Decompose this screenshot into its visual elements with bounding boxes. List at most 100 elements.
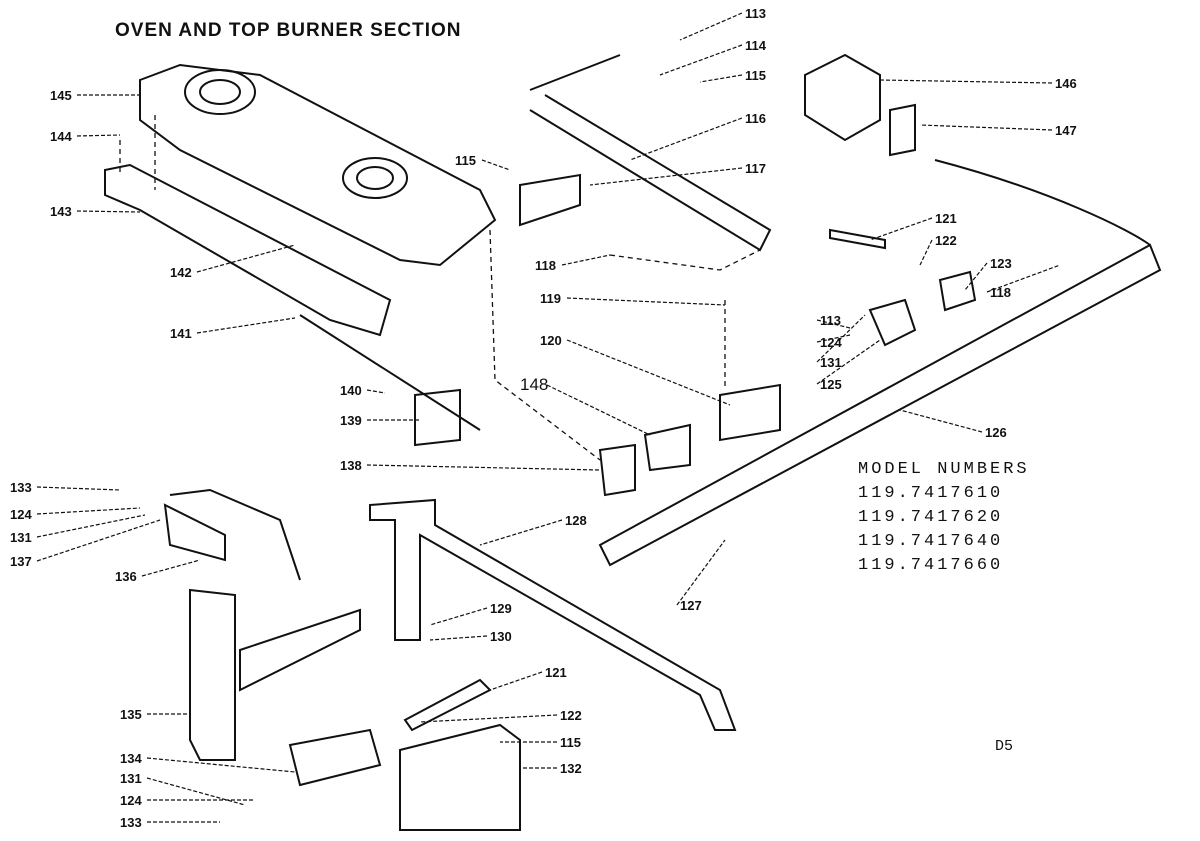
assembly-line xyxy=(119,115,761,461)
callout-number: 118 xyxy=(990,285,1011,300)
callout-number: 141 xyxy=(170,326,192,341)
callout-133: 133 xyxy=(10,480,121,495)
callout-number: 136 xyxy=(115,569,137,584)
callout-number: 115 xyxy=(745,68,766,83)
callout-118: 118 xyxy=(535,254,611,273)
callout-137: 137 xyxy=(10,519,161,569)
callout-number: 125 xyxy=(820,377,842,392)
leader-line xyxy=(36,519,161,562)
callout-number: 121 xyxy=(935,211,957,226)
leader-line xyxy=(429,607,488,626)
callout-131: 131 xyxy=(10,514,146,545)
broiler-thermostat xyxy=(163,488,301,581)
callout-number: 138 xyxy=(340,458,362,473)
callout-number: 133 xyxy=(10,480,32,495)
leader-line xyxy=(481,159,511,171)
leader-line xyxy=(479,519,563,546)
safety-valve xyxy=(804,53,881,142)
callout-number: 129 xyxy=(490,601,512,616)
leader-line xyxy=(816,339,881,385)
part-drawings xyxy=(104,53,1162,831)
model-numbers: MODEL NUMBERS 119.7417610 119.7417620 11… xyxy=(858,458,1030,578)
callout-number: 134 xyxy=(120,751,142,766)
callout-number: 131 xyxy=(10,530,32,545)
callout-number: 113 xyxy=(745,6,766,21)
callout-number: 118 xyxy=(535,258,556,273)
burner-ring-rear xyxy=(184,69,256,115)
callout-114: 114 xyxy=(659,38,767,76)
leader-line xyxy=(76,210,141,213)
leader-line xyxy=(986,264,1061,293)
leader-line xyxy=(964,262,988,291)
callout-124: 124 xyxy=(816,334,851,350)
callout-115: 115 xyxy=(455,153,511,171)
callout-number: 124 xyxy=(120,793,142,808)
top-burner-assembly xyxy=(139,63,497,267)
callout-number: 120 xyxy=(540,333,562,348)
leader-line xyxy=(566,339,731,406)
callout-number: 131 xyxy=(820,355,842,370)
callout-number: 122 xyxy=(560,708,582,723)
callout-113: 113 xyxy=(679,6,766,41)
callout-number: 131 xyxy=(120,771,142,786)
broiler-box xyxy=(399,723,521,831)
callout-number: 123 xyxy=(990,256,1012,271)
callout-148: 148 xyxy=(520,375,651,436)
callout-146: 146 xyxy=(879,76,1077,91)
callout-number: 132 xyxy=(560,761,582,776)
callout-139: 139 xyxy=(340,413,420,428)
gas-cock xyxy=(868,298,917,347)
callout-number: 148 xyxy=(520,375,548,394)
callout-number: 146 xyxy=(1055,76,1077,91)
callout-115: 115 xyxy=(500,735,581,750)
callout-number: 135 xyxy=(120,707,142,722)
callout-118: 118 xyxy=(986,264,1061,300)
callout-124: 124 xyxy=(10,507,141,522)
leader-line xyxy=(76,134,121,137)
callout-number: 140 xyxy=(340,383,362,398)
gas-cock-right xyxy=(938,270,977,312)
leader-line xyxy=(659,44,743,76)
leader-line xyxy=(36,514,146,538)
pilot-tube xyxy=(299,314,481,431)
callout-number: 139 xyxy=(340,413,362,428)
leader-line xyxy=(366,464,601,471)
leader-line xyxy=(146,757,296,773)
callout-number: 137 xyxy=(10,554,32,569)
callout-number: 145 xyxy=(50,88,72,103)
callout-number: 115 xyxy=(455,153,476,168)
leader-line xyxy=(869,217,933,241)
callout-122: 122 xyxy=(419,708,582,723)
callout-138: 138 xyxy=(340,458,601,473)
callout-140: 140 xyxy=(340,383,386,398)
callout-128: 128 xyxy=(479,513,587,546)
callout-126: 126 xyxy=(899,409,1007,440)
callout-number: 142 xyxy=(170,265,192,280)
callout-number: 124 xyxy=(820,335,842,350)
callout-121: 121 xyxy=(869,211,957,241)
callout-133: 133 xyxy=(120,815,220,830)
callout-number: 124 xyxy=(10,507,32,522)
broiler-tube xyxy=(369,498,737,731)
orifice-tube-upper xyxy=(829,228,886,250)
callout-124: 124 xyxy=(120,793,255,808)
callout-142: 142 xyxy=(170,244,296,280)
callout-141: 141 xyxy=(170,317,296,341)
burner-ring-front xyxy=(342,157,408,199)
valve-mount-bracket xyxy=(519,173,581,227)
callout-122: 122 xyxy=(919,233,957,266)
leader-line xyxy=(816,314,866,363)
leader-line xyxy=(589,167,743,186)
callout-number: 127 xyxy=(680,598,702,613)
oven-burner-tube xyxy=(529,54,772,252)
callout-number: 114 xyxy=(745,38,767,53)
orifice-tube-lower xyxy=(403,678,492,732)
callout-labels: 1131141151161171151181191201481211221231… xyxy=(10,6,1077,830)
leader-line xyxy=(489,671,543,691)
leader-line xyxy=(699,74,743,83)
callout-number: 133 xyxy=(120,815,142,830)
leader-line xyxy=(676,539,726,606)
callout-number: 130 xyxy=(490,629,512,644)
leader-line xyxy=(141,559,201,577)
callout-number: 144 xyxy=(50,129,72,144)
